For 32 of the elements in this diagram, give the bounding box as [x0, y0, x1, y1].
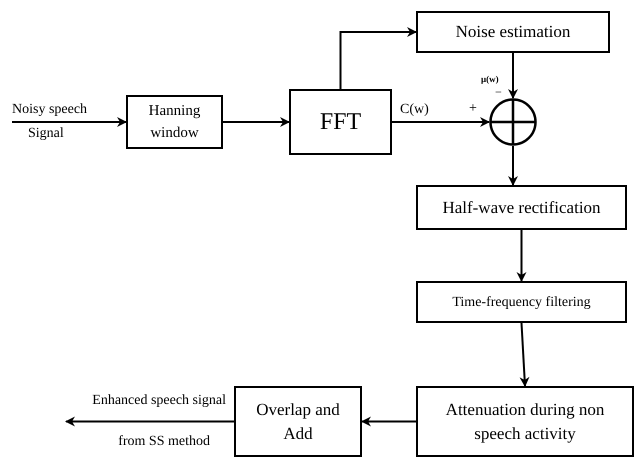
arrow [12, 117, 127, 127]
process-box [416, 386, 634, 457]
arrow [361, 416, 416, 426]
process-box [416, 11, 610, 53]
arrow [508, 53, 518, 99]
process-box [416, 185, 627, 230]
signal-text: Signal [27, 127, 65, 141]
process-box [416, 281, 627, 323]
edge-label: C(w) [400, 103, 429, 117]
box-label: Hanning window [148, 102, 202, 143]
box-label: Half-wave rectification [442, 196, 601, 219]
signal-text: Enhanced speech signal [92, 394, 226, 408]
arrow [65, 416, 234, 426]
box-label: Time-frequency filtering [452, 294, 591, 312]
arrow [223, 117, 290, 127]
box-label: Noise estimation [456, 21, 570, 44]
process-box [126, 95, 223, 149]
signal-label: + [469, 102, 477, 116]
box-label: FFT [320, 108, 362, 137]
signal-label: − [495, 86, 502, 98]
arrow [340, 27, 417, 89]
arrow [508, 146, 518, 186]
signal-label: μ(w) [481, 75, 499, 84]
signal-text: from SS method [117, 435, 211, 449]
box-label: Overlap and Add [255, 398, 341, 444]
signal-text: Noisy speech [12, 103, 88, 117]
arrow [516, 230, 526, 282]
process-box [234, 386, 362, 457]
box-label: Attenuation during non speech activity [444, 398, 606, 445]
arrow [392, 117, 490, 127]
arrow [520, 322, 530, 387]
process-box [289, 89, 392, 155]
